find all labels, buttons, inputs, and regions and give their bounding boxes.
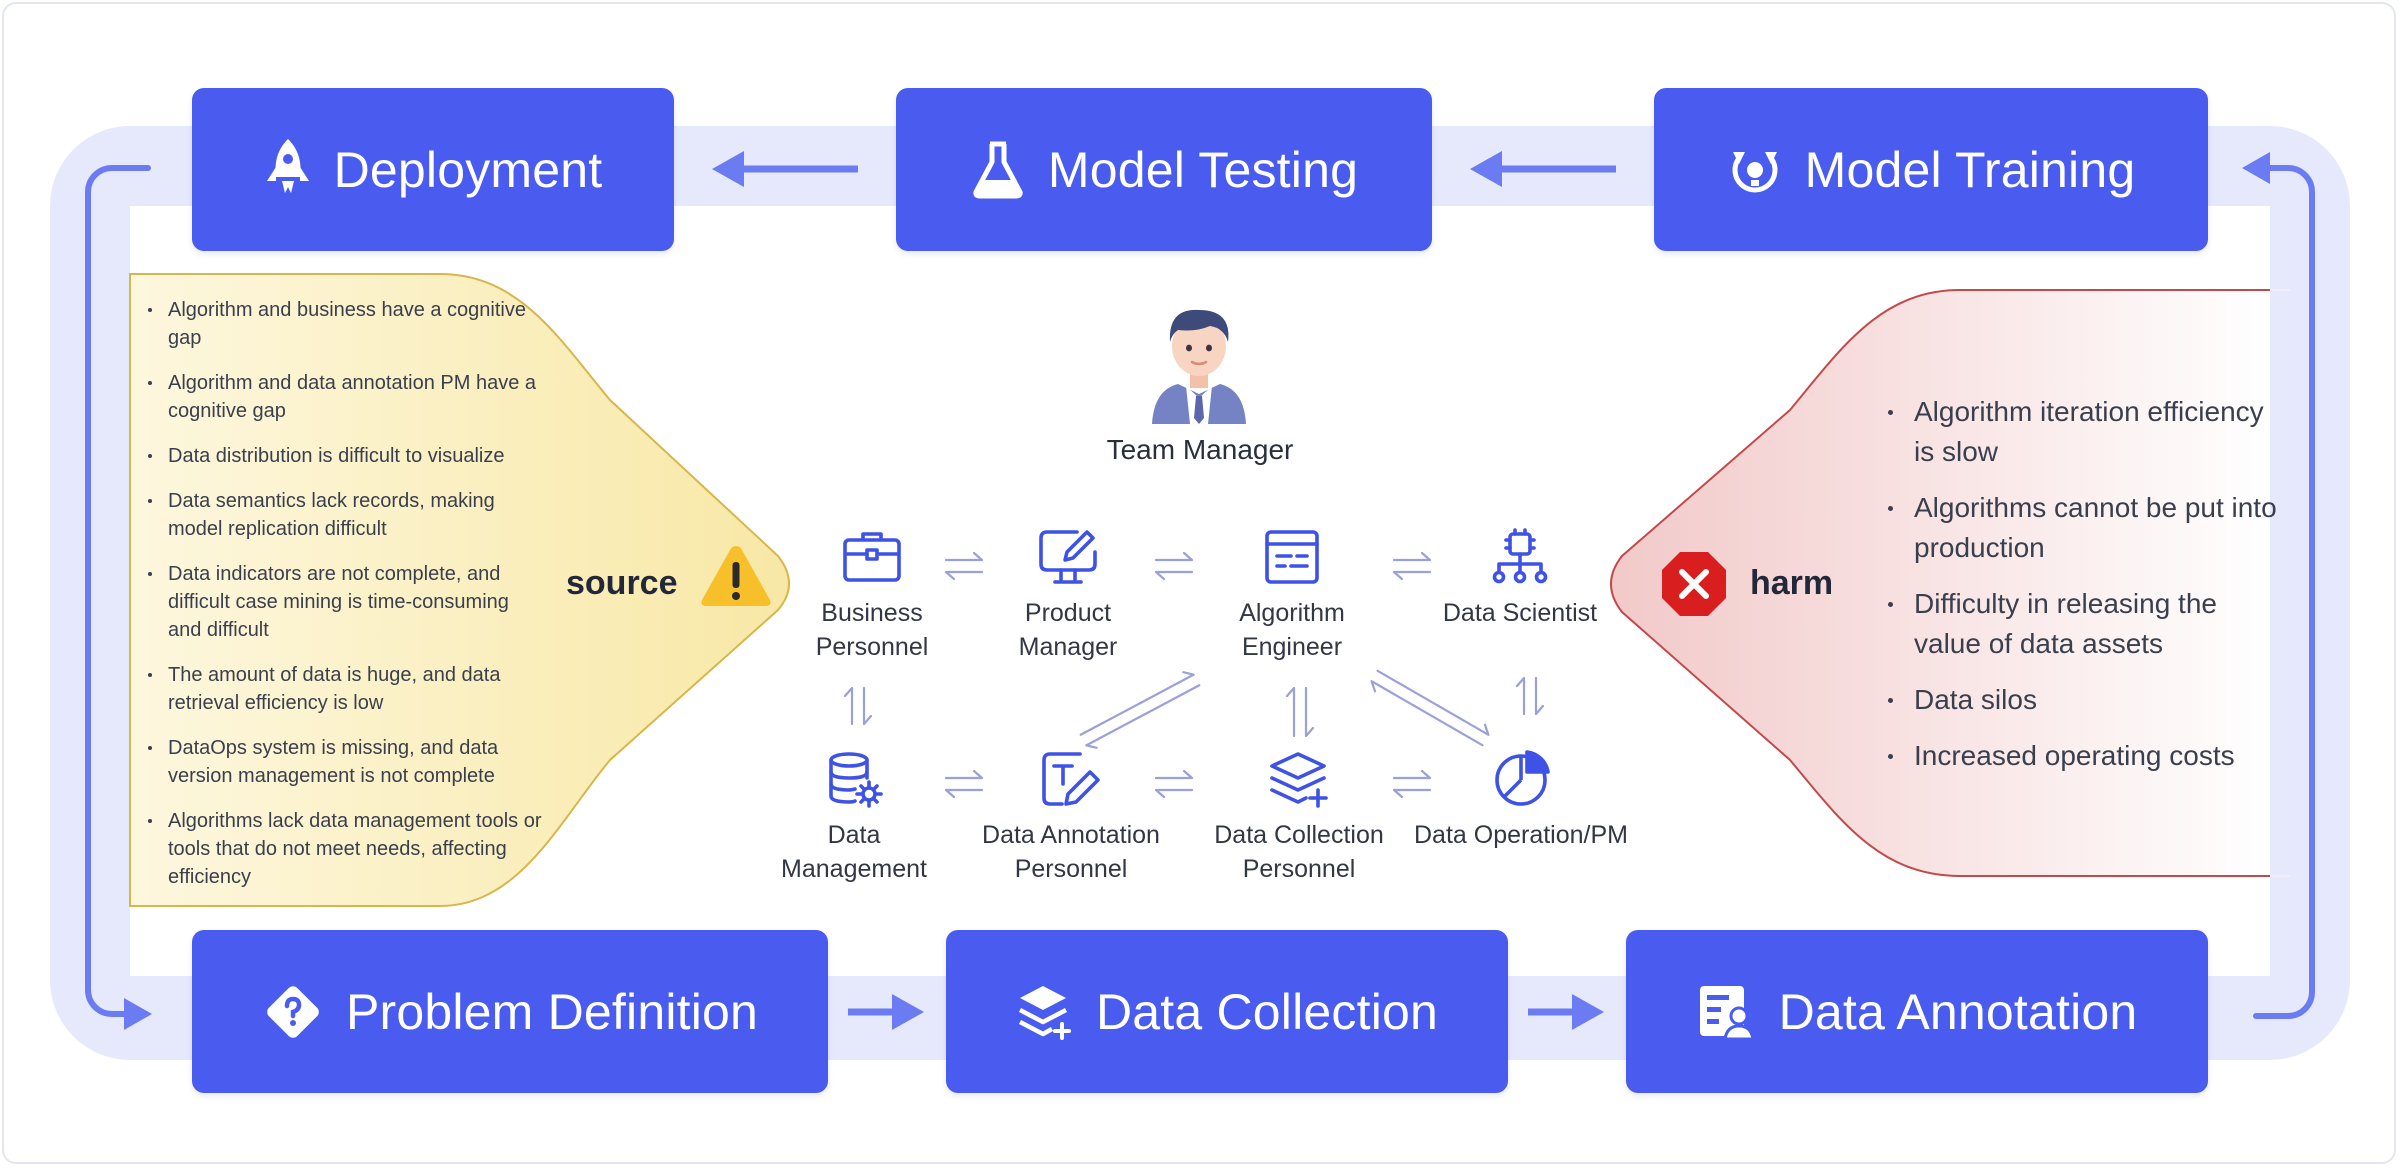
manager-avatar-icon — [1152, 309, 1246, 424]
rocket-icon — [266, 138, 309, 193]
exchange-arrow — [1392, 551, 1432, 581]
list-item: Algorithm and data annotation PM have a … — [146, 369, 546, 425]
exchange-arrow-vertical — [843, 686, 873, 726]
role-label: Data Management — [781, 821, 927, 883]
loop-line-right — [2253, 165, 2315, 1019]
harm-label: harm — [1750, 564, 1834, 602]
database-gear-icon — [829, 752, 883, 808]
stage-deployment[interactable]: Deployment — [192, 88, 674, 251]
exchange-arrow — [944, 551, 984, 581]
list-item: Increased operating costs — [1884, 736, 2284, 776]
text-edit-icon — [1042, 752, 1100, 806]
chip-network-icon — [1492, 528, 1548, 584]
harm-callout — [1610, 289, 2270, 877]
exchange-arrow-diagonal — [1370, 669, 1490, 747]
role-data-operation-pm: Data Operation/PM — [1406, 750, 1636, 852]
list-item: Data semantics lack records, making mode… — [146, 487, 546, 543]
role-algorithm-engineer: Algorithm Engineer — [1212, 528, 1372, 664]
stage-model-training[interactable]: Model Training — [1654, 88, 2208, 251]
stage-model-testing[interactable]: Model Testing — [896, 88, 1432, 251]
source-list: Algorithm and business have a cognitive … — [146, 296, 546, 908]
stage-label: Data Collection — [1095, 983, 1439, 1040]
stage-label: Model Testing — [1047, 141, 1359, 198]
stage-label: Problem Definition — [345, 983, 759, 1040]
exchange-arrow — [1392, 769, 1432, 799]
warning-icon — [701, 546, 771, 606]
pie-chart-icon — [1495, 750, 1550, 806]
layers-add-icon — [1270, 752, 1328, 808]
source-callout — [129, 273, 790, 907]
loop-line — [85, 165, 151, 1017]
list-item: Algorithm and business have a cognitive … — [146, 296, 546, 352]
loop-arrowhead-right — [2242, 152, 2270, 184]
list-item: Data distribution is difficult to visual… — [146, 442, 546, 470]
role-label: Data Collection Personnel — [1214, 821, 1384, 883]
exchange-arrow — [944, 769, 984, 799]
exchange-arrow-diagonal — [1079, 671, 1201, 749]
list-item: Algorithm iteration efficiency is slow — [1884, 392, 2284, 472]
list-item: The amount of data is huge, and data ret… — [146, 661, 546, 717]
role-label: Algorithm Engineer — [1239, 599, 1345, 661]
list-item: Algorithms lack data management tools or… — [146, 807, 546, 891]
code-window-icon — [1265, 530, 1319, 584]
annotation-id-icon — [1699, 985, 1755, 1040]
question-diamond-icon — [267, 985, 319, 1038]
stage-data-annotation[interactable]: Data Annotation — [1626, 930, 2208, 1093]
role-data-management: Data Management — [774, 750, 934, 886]
stage-data-collection[interactable]: Data Collection — [946, 930, 1508, 1093]
list-item: Data silos — [1884, 680, 2284, 720]
training-cycle-icon — [1732, 151, 1778, 192]
harm-list: Algorithm iteration efficiency is slow A… — [1884, 392, 2284, 792]
role-data-scientist: Data Scientist — [1430, 528, 1610, 630]
arrow-collection-to-annotation — [1528, 994, 1604, 1030]
exchange-arrow — [1154, 551, 1194, 581]
arrow-testing-to-deployment — [712, 151, 858, 187]
role-label: Data Operation/PM — [1414, 821, 1628, 849]
flask-icon — [973, 141, 1023, 198]
list-item: Data indicators are not complete, and di… — [146, 560, 546, 644]
harm-callout-cap — [2270, 289, 2290, 877]
source-label: source — [566, 564, 678, 602]
role-label: Data Scientist — [1442, 599, 1598, 627]
list-item: Difficulty in releasing the value of dat… — [1884, 584, 2284, 664]
role-business-personnel: Business Personnel — [792, 528, 952, 664]
list-item: DataOps system is missing, and data vers… — [146, 734, 546, 790]
role-label: Business Personnel — [815, 599, 929, 661]
monitor-edit-icon — [1039, 530, 1097, 584]
stage-label: Deployment — [333, 141, 603, 198]
role-product-manager: Product Manager — [988, 528, 1148, 664]
arrow-training-to-testing — [1470, 151, 1616, 187]
exchange-arrows — [843, 551, 1545, 799]
role-label: Data Annotation Personnel — [982, 821, 1160, 883]
error-icon — [1662, 552, 1726, 616]
exchange-arrow-vertical — [1285, 686, 1315, 738]
role-label: Product Manager — [1018, 599, 1118, 661]
briefcase-icon — [843, 532, 901, 582]
stage-problem-definition[interactable]: Problem Definition — [192, 930, 828, 1093]
arrow-problem-to-collection — [848, 994, 924, 1030]
role-data-collection-personnel: Data Collection Personnel — [1194, 750, 1404, 886]
layers-plus-icon — [1018, 985, 1071, 1040]
stage-label: Data Annotation — [1778, 983, 2138, 1040]
list-item: Algorithms cannot be put into production — [1884, 488, 2284, 568]
manager-label: Team Manager — [1106, 434, 1294, 465]
role-data-annotation-personnel: Data Annotation Personnel — [966, 750, 1176, 886]
stage-label: Model Training — [1804, 141, 2136, 198]
exchange-arrow — [1154, 769, 1194, 799]
exchange-arrow-vertical — [1515, 676, 1545, 716]
loop-arrowhead-left — [124, 998, 152, 1030]
